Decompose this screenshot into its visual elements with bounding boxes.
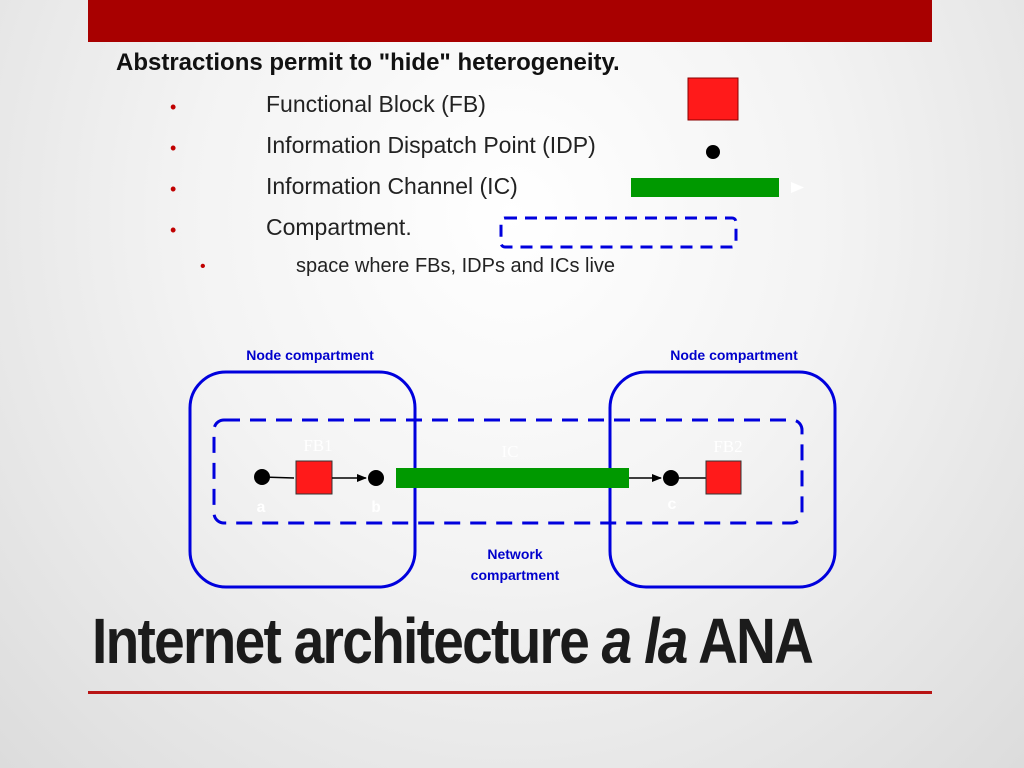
slide-heading: Abstractions permit to "hide" heterogene… (116, 49, 620, 76)
legend-ic-bar-icon (631, 178, 779, 197)
bullet-marker: • (170, 220, 177, 240)
network-compartment-label-line2: compartment (471, 567, 560, 583)
fb2-block (705, 460, 742, 495)
bullet-compartment: Compartment. (266, 214, 412, 240)
title-italic: a la (601, 605, 689, 677)
node-compartment-left-label: Node compartment (246, 347, 374, 363)
legend-compartment-box-icon (499, 216, 738, 249)
title-part1: Internet architecture (92, 605, 602, 677)
top-accent-bar (88, 0, 932, 42)
bullet-dispatch-point: Information Dispatch Point (IDP) (266, 132, 596, 158)
idp-b-dot-icon (368, 470, 384, 486)
fb1-label: FB1 (303, 436, 332, 455)
bottom-rule (88, 691, 932, 694)
node-compartment-right-label: Node compartment (670, 347, 798, 363)
ic-label: IC (502, 442, 519, 461)
bullet-marker: • (170, 179, 177, 199)
fb2-label: FB2 (713, 437, 742, 456)
network-compartment (212, 418, 804, 525)
sub-bullet-marker: • (200, 258, 206, 275)
bullet-information-channel: Information Channel (IC) (266, 173, 518, 199)
network-compartment-label-line1: Network (487, 546, 542, 562)
idp-b-label: b (371, 499, 381, 517)
slide-title: Internet architecture a la ANA (92, 604, 814, 678)
idp-c-dot-icon (663, 470, 679, 486)
legend-ic-arrow-icon (791, 182, 804, 193)
sub-bullet-compartment-desc: space where FBs, IDPs and ICs live (296, 255, 616, 277)
bullet-marker: • (170, 97, 177, 117)
bullet-marker: • (170, 138, 177, 158)
fb1-block (295, 460, 333, 495)
legend-idp-dot-icon (706, 145, 720, 159)
ic-channel-bar (396, 468, 629, 488)
idp-a-dot-icon (254, 469, 270, 485)
legend-fb-square-icon (687, 77, 739, 121)
idp-c-label: c (667, 496, 677, 514)
idp-a-label: a (256, 499, 266, 517)
title-part2: ANA (686, 605, 814, 677)
bullet-functional-block: Functional Block (FB) (266, 91, 486, 117)
